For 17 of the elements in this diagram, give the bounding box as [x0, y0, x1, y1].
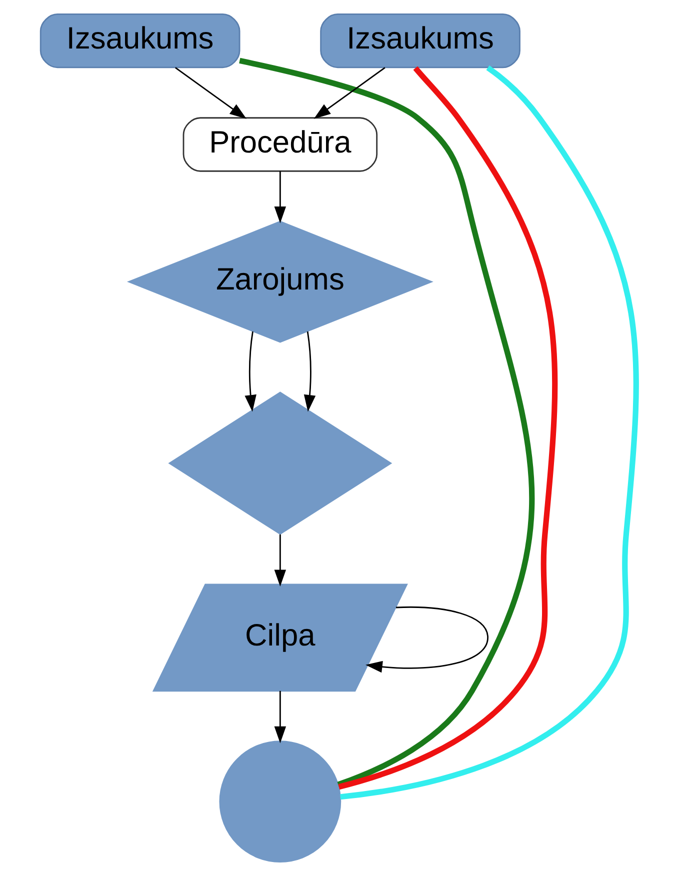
arrow: [274, 690, 286, 744]
arrow: [314, 67, 386, 119]
arrow: [274, 534, 286, 587]
arrow: [175, 67, 247, 119]
node-box: Procedūra: [182, 117, 378, 172]
node-circle: [219, 740, 342, 862]
arrow: [274, 171, 286, 224]
connector: [340, 65, 639, 800]
arrow: [244, 331, 256, 412]
arrow: [304, 331, 316, 412]
node-box: Izsaukums: [40, 14, 240, 68]
node-box: Izsaukums: [320, 14, 520, 68]
node-diamond: [168, 392, 392, 535]
connector: [239, 58, 534, 788]
connector: [338, 66, 558, 790]
arrow: [366, 606, 488, 673]
node-diamond: Zarojums: [126, 220, 434, 343]
